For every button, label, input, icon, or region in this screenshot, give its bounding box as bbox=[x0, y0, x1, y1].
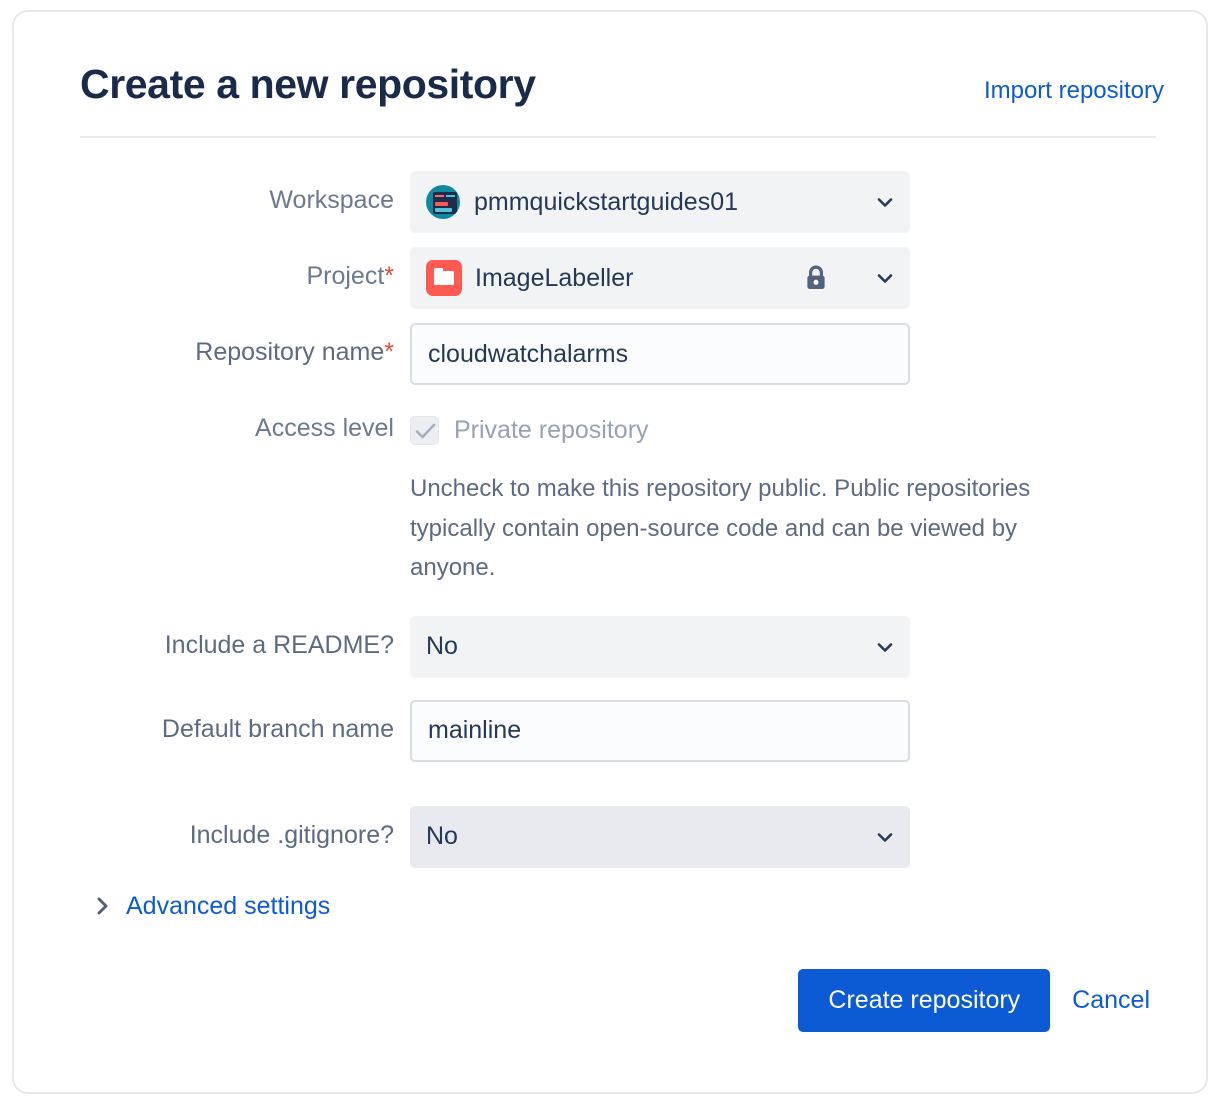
workspace-value: pmmquickstartguides01 bbox=[474, 187, 739, 216]
import-repository-link[interactable]: Import repository bbox=[983, 77, 1164, 104]
create-repository-form: Workspace pmmquickstartguides01 bbox=[80, 171, 1164, 1032]
project-label: Project* bbox=[306, 262, 394, 291]
form-row-project: Project* ImageLabeller bbox=[80, 247, 1164, 310]
repository-name-input[interactable]: cloudwatchalarms bbox=[410, 323, 910, 386]
header-divider bbox=[80, 136, 1156, 139]
lock-icon bbox=[802, 263, 830, 293]
create-repository-card: Create a new repository Import repositor… bbox=[12, 10, 1208, 1094]
project-value: ImageLabeller bbox=[475, 263, 634, 292]
page-title: Create a new repository bbox=[80, 61, 536, 107]
include-readme-value: No bbox=[426, 632, 458, 661]
workspace-select[interactable]: pmmquickstartguides01 bbox=[410, 171, 910, 234]
form-row-default-branch-name: Default branch name mainline bbox=[80, 699, 1164, 762]
private-repository-checkbox[interactable] bbox=[410, 415, 439, 445]
workspace-avatar-icon bbox=[426, 185, 460, 220]
access-level-field: Private repository Uncheck to make this … bbox=[410, 399, 1164, 588]
repository-name-required-marker: * bbox=[384, 338, 394, 367]
chevron-down-icon bbox=[874, 267, 896, 289]
include-gitignore-label: Include .gitignore? bbox=[189, 820, 394, 849]
include-readme-select[interactable]: No bbox=[410, 615, 910, 678]
form-row-access-level: Access level Private repository Uncheck … bbox=[80, 399, 1164, 588]
project-folder-icon bbox=[426, 260, 462, 297]
default-branch-name-field: mainline bbox=[410, 699, 1164, 762]
dialog-header: Create a new repository Import repositor… bbox=[80, 61, 1164, 107]
repository-name-label: Repository name* bbox=[195, 338, 394, 367]
include-gitignore-value: No bbox=[426, 822, 458, 851]
private-repository-checkbox-row[interactable]: Private repository bbox=[410, 399, 1164, 461]
project-select[interactable]: ImageLabeller bbox=[410, 247, 910, 310]
private-repository-checkbox-label: Private repository bbox=[454, 415, 649, 444]
include-readme-field: No bbox=[410, 615, 1164, 678]
repository-name-value: cloudwatchalarms bbox=[428, 339, 629, 368]
chevron-down-icon bbox=[874, 636, 896, 658]
include-readme-label: Include a README? bbox=[164, 630, 394, 659]
access-level-label: Access level bbox=[255, 414, 394, 443]
form-row-repository-name: Repository name* cloudwatchalarms bbox=[80, 323, 1164, 386]
advanced-settings-toggle[interactable]: Advanced settings bbox=[94, 892, 330, 921]
workspace-field: pmmquickstartguides01 bbox=[410, 171, 1164, 234]
project-field: ImageLabeller bbox=[410, 247, 1164, 310]
card-content: Create a new repository Import repositor… bbox=[80, 61, 1164, 1032]
advanced-settings-label: Advanced settings bbox=[126, 891, 331, 920]
create-repository-button[interactable]: Create repository bbox=[798, 968, 1051, 1032]
chevron-down-icon bbox=[874, 191, 896, 213]
form-row-include-readme: Include a README? No bbox=[80, 615, 1164, 678]
dialog-actions: Create repository Cancel bbox=[80, 968, 1164, 1032]
default-branch-name-input[interactable]: mainline bbox=[410, 699, 910, 762]
chevron-down-icon bbox=[874, 826, 896, 848]
include-gitignore-select[interactable]: No bbox=[410, 805, 910, 868]
form-row-workspace: Workspace pmmquickstartguides01 bbox=[80, 171, 1164, 234]
repository-name-field: cloudwatchalarms bbox=[410, 323, 1164, 386]
workspace-label: Workspace bbox=[269, 186, 394, 215]
chevron-right-icon bbox=[94, 895, 112, 917]
default-branch-name-label: Default branch name bbox=[161, 714, 394, 743]
access-level-help-text: Uncheck to make this repository public. … bbox=[410, 475, 1031, 582]
form-row-include-gitignore: Include .gitignore? No bbox=[80, 805, 1164, 868]
cancel-button[interactable]: Cancel bbox=[1072, 985, 1150, 1014]
include-gitignore-field: No bbox=[410, 805, 1164, 868]
project-required-marker: * bbox=[384, 262, 394, 291]
default-branch-name-value: mainline bbox=[428, 716, 522, 745]
